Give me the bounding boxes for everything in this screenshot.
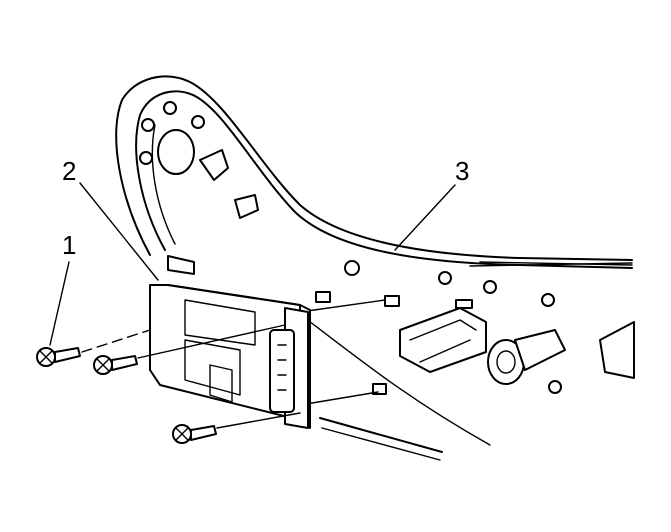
screw-upper-left — [36, 347, 81, 367]
leader-1 — [49, 261, 70, 346]
connector-clips — [399, 299, 635, 385]
body-panel — [304, 260, 562, 461]
retainer-clips — [299, 291, 400, 406]
callout-2: 2 — [62, 156, 76, 186]
callout-1: 1 — [62, 230, 76, 260]
screw-lower — [172, 424, 217, 444]
leader-3 — [394, 184, 456, 251]
control-module — [149, 284, 311, 429]
leader-2 — [79, 182, 159, 281]
trim-panel — [115, 75, 633, 275]
leader-lines — [49, 182, 456, 346]
callout-3: 3 — [455, 156, 469, 186]
screws — [36, 324, 301, 444]
screw-middle — [93, 355, 138, 375]
